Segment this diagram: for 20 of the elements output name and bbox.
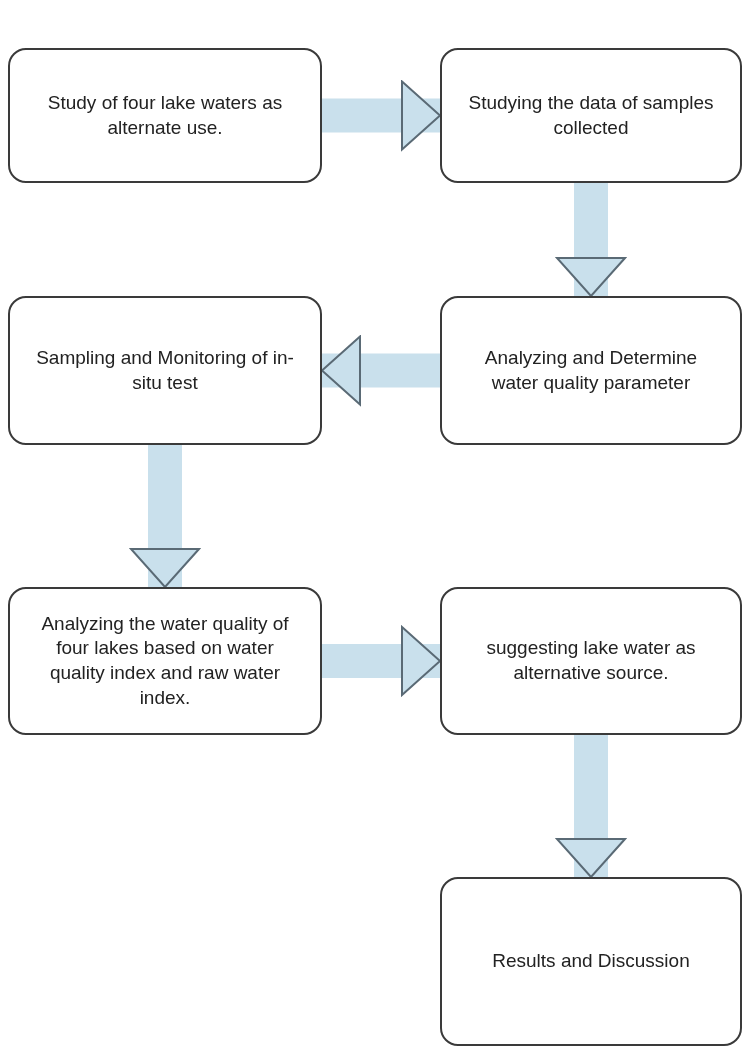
process-box [440,296,742,445]
block-arrow [322,626,441,696]
box-text: Sampling and Monitoring of in-situ test [35,345,295,395]
process-box [8,587,322,735]
box-text: Analyzing and Determine water quality parameter [483,345,699,395]
block-arrow [321,335,440,406]
box-text: Results and Discussion [492,949,690,974]
box-text: suggesting lake water as alternative source. [485,636,697,685]
process-box [8,296,322,445]
block-arrow [556,183,626,297]
process-box [440,877,742,1046]
process-box [440,587,742,735]
process-box [440,48,742,183]
process-box [8,48,322,183]
box-text: Analyzing the water quality of four lakes based on water quality index and raw water index. [40,611,290,710]
box-text: Studying the data of samples collected [467,90,715,140]
block-arrow [322,80,441,151]
block-arrow [130,445,200,588]
box-text: Study of four lake waters as alternate use. [46,90,284,140]
block-arrow [556,735,626,878]
